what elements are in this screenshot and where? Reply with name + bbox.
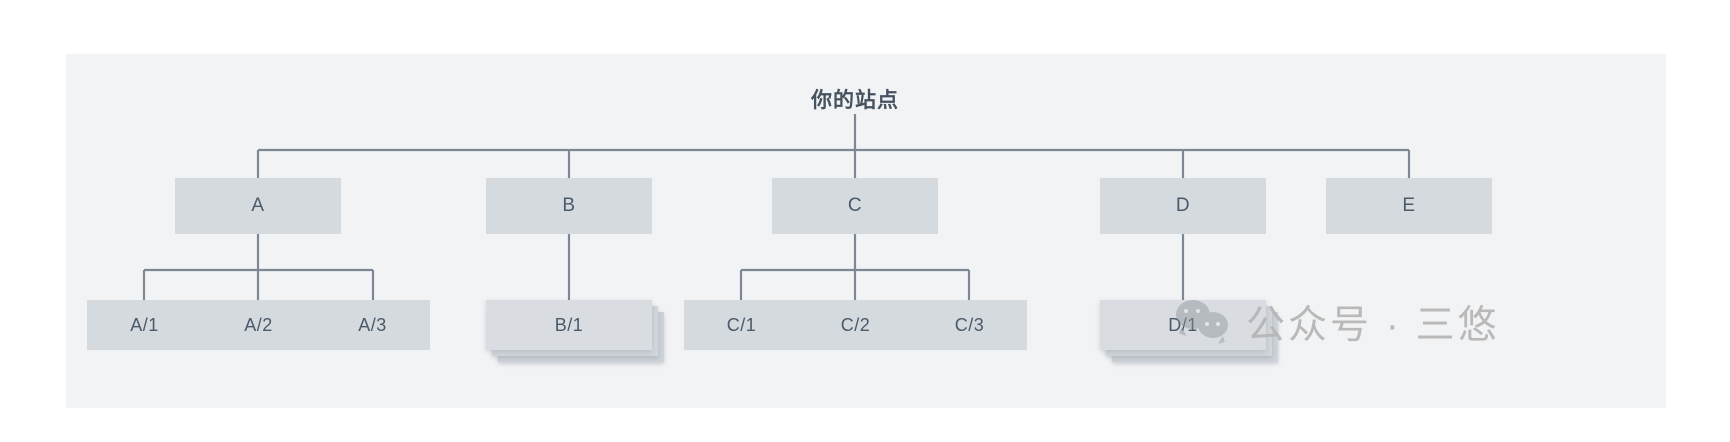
tree-connector-lines	[142, 114, 1411, 300]
node-d-1-stack[interactable]: D/1	[1100, 300, 1278, 362]
node-c-1[interactable]: C/1	[684, 300, 799, 350]
node-e[interactable]: E	[1326, 178, 1492, 234]
node-d-1[interactable]: D/1	[1100, 300, 1266, 350]
node-b[interactable]: B	[486, 178, 652, 234]
node-c[interactable]: C	[772, 178, 938, 234]
node-b-1-stack[interactable]: B/1	[486, 300, 664, 362]
node-a[interactable]: A	[175, 178, 341, 234]
node-c-3[interactable]: C/3	[912, 300, 1027, 350]
node-a-3[interactable]: A/3	[315, 300, 430, 350]
node-a-2[interactable]: A/2	[201, 300, 316, 350]
node-b-1[interactable]: B/1	[486, 300, 652, 350]
node-d[interactable]: D	[1100, 178, 1266, 234]
node-c-2[interactable]: C/2	[798, 300, 913, 350]
node-a-1[interactable]: A/1	[87, 300, 202, 350]
root-node-label: 你的站点	[811, 89, 899, 112]
sitemap-panel: 你的站点 A B C D E A/1 A/2 A/3 B/1 C/1 C/2 C…	[66, 54, 1666, 408]
